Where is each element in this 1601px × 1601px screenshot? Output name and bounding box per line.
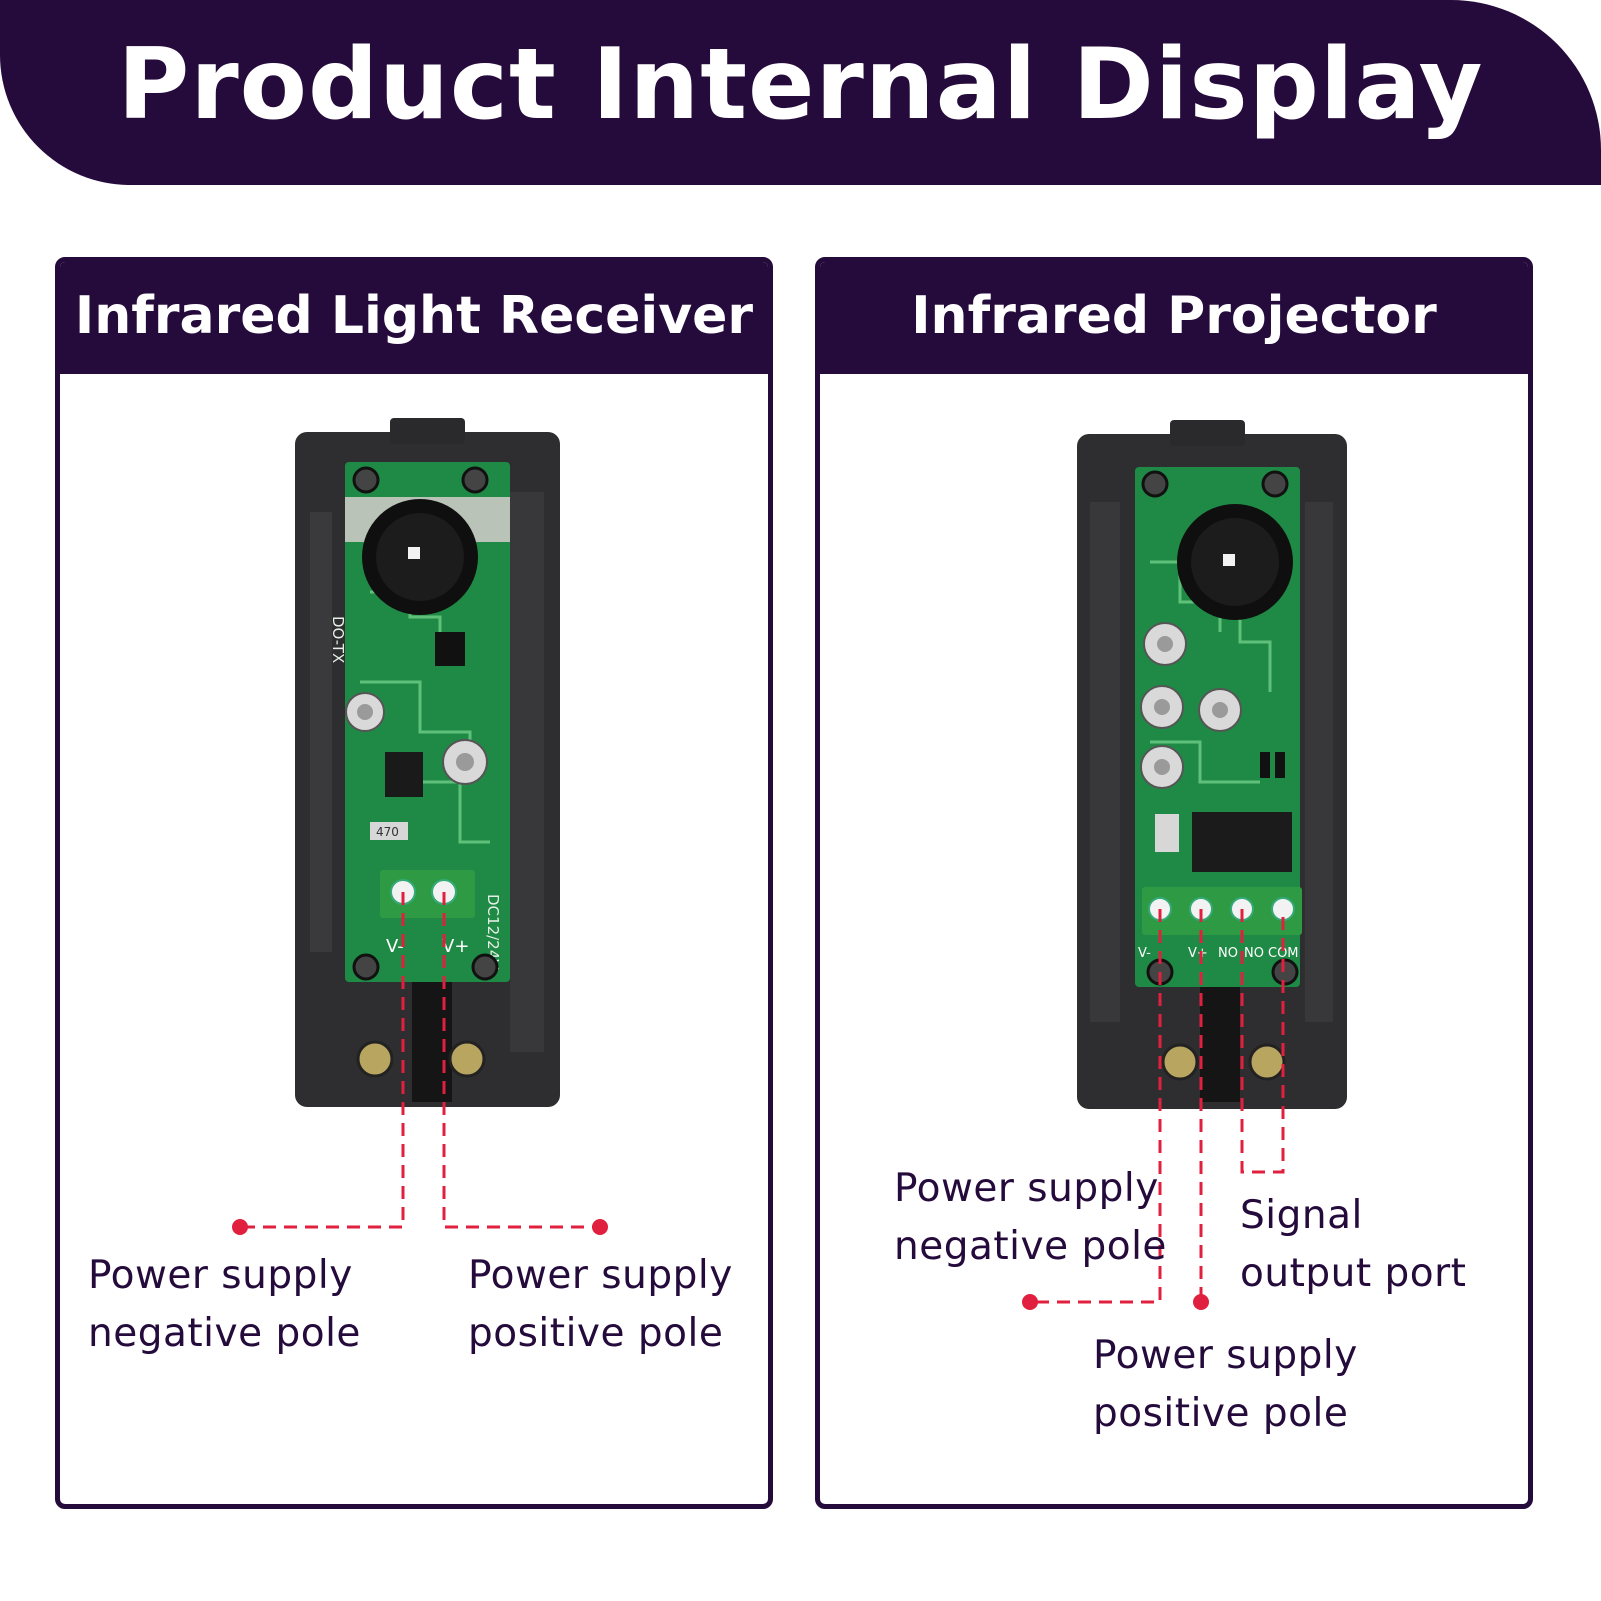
capacitor-icon (345, 692, 488, 785)
receiver-terminal-vminus: V- (386, 936, 404, 957)
projector-panel-heading: Infrared Projector (820, 262, 1528, 374)
projector-positive-callout: Power supply positive pole (1093, 1333, 1358, 1436)
projector-negative-marker (1022, 1294, 1038, 1310)
projector-leader-lines (1030, 909, 1285, 1304)
screw-icon (352, 466, 499, 1078)
receiver-diagram: 470 DO-TX DC12/24V (232, 418, 608, 1235)
title-banner (0, 0, 1601, 185)
receiver-positive-marker (592, 1219, 608, 1235)
ir-lens-icon (362, 499, 478, 615)
receiver-positive-callout: Power supply positive pole (468, 1253, 733, 1356)
projector-positive-marker (1193, 1294, 1209, 1310)
receiver-panel-heading: Infrared Light Receiver (60, 262, 768, 374)
projector-signal-callout: Signal output port (1240, 1193, 1467, 1296)
projector-terminal-no-2: NO (1244, 946, 1264, 961)
receiver-resistor-label: 470 (376, 825, 399, 839)
projector-terminal-vplus: V+ (1188, 946, 1208, 961)
receiver-negative-marker (232, 1219, 248, 1235)
capacitor-icon (1140, 622, 1242, 789)
receiver-terminal-vplus: V+ (442, 936, 469, 957)
projector-negative-callout: Power supply negative pole (894, 1166, 1167, 1269)
terminal-block-icon: V- V+ NO NO COM (1138, 887, 1302, 961)
projector-panel: Infrared Projector (815, 257, 1533, 1509)
projector-diagram: V- V+ NO NO COM (1022, 420, 1347, 1310)
receiver-leader-lines (240, 892, 600, 1229)
ir-lens-icon (1177, 504, 1293, 620)
receiver-panel: Infrared Light Receiver 470 DO-TX DC12/2… (55, 257, 773, 1509)
receiver-board-mark: DO-TX (329, 616, 347, 663)
projector-terminal-com: COM (1268, 946, 1299, 961)
projector-terminal-no-1: NO (1218, 946, 1238, 961)
receiver-voltage-mark: DC12/24V (484, 894, 502, 970)
projector-terminal-vminus: V- (1138, 946, 1151, 961)
receiver-negative-callout: Power supply negative pole (88, 1253, 361, 1356)
page-title: Product Internal Display (117, 28, 1484, 142)
